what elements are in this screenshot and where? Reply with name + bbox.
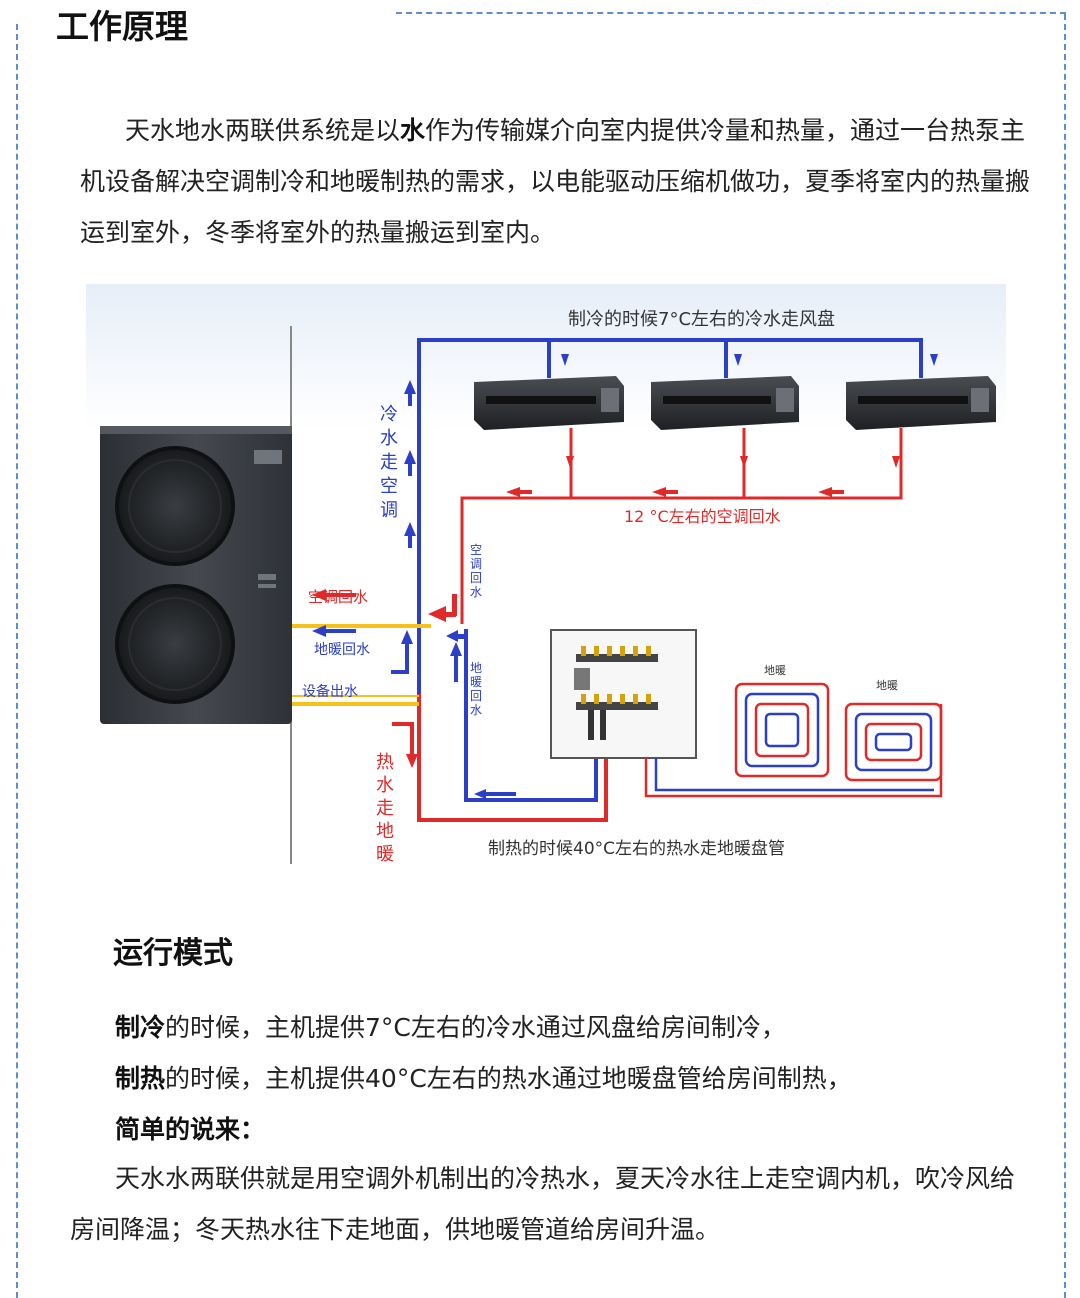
floor-loop-label-2: 地暖 [876,679,898,692]
system-diagram: 制冷的时候7°C左右的冷水走风盘 12 °C左右的空调回水 制热的时候40°C左… [86,284,1006,868]
heating-mode-line: 制热的时候，主机提供40°C左右的热水通过地暖盘管给房间制热， [115,1053,1035,1104]
floor-return-char: 回 [470,689,482,703]
floor-loop-label-1: 地暖 [764,664,786,677]
simple-summary-label: 简单的说来： [115,1115,266,1144]
outdoor-heat-pump-unit [100,426,292,724]
flow-arrows [312,354,938,799]
cooling-mode-line: 制冷的时候，主机提供7°C左右的冷水通过风盘给房间制冷， [115,1002,1035,1053]
summary-text: 天水水两联供就是用空调外机制出的冷热水，夏天冷水往上走空调内机，吹冷风给房间降温… [70,1164,1016,1244]
cold-to-ac-char: 走 [380,452,398,473]
hot-supply-pipe [417,694,608,822]
section-title-principle: 工作原理 [56,7,188,46]
hot-to-floor-char: 暖 [376,844,394,865]
floor-return-char: 地 [470,661,482,675]
fan-coil-unit-1 [474,376,624,430]
unit-pipes [292,624,431,706]
cooling-route-label: 制冷的时候7°C左右的冷水走风盘 [568,309,835,330]
hot-to-floor-char: 地 [376,821,394,842]
supply-side-label: 设备出水 [302,683,358,700]
page-border-right [1064,14,1066,1298]
page-border-top [396,12,1066,14]
cold-supply-pipes [417,338,923,694]
fan-coil-unit-2 [651,376,799,430]
floor-return-pipe [464,629,598,802]
cold-to-ac-char: 水 [380,428,398,449]
cold-to-ac-char: 调 [380,500,398,521]
ac-return-char: 水 [470,585,482,599]
page-border-left [16,24,18,1298]
floor-return-side-label: 地暖回水 [314,642,370,658]
heating-route-label: 制热的时候40°C左右的热水走地暖盘管 [488,839,785,859]
section-title-modes: 运行模式 [113,936,233,971]
intro-text-start: 天水地水两联供系统是以 [125,116,401,145]
floor-return-vertical-label: 地暖回水 [470,661,482,717]
intro-text-end: 作为传输媒介向室内提供冷量和热量，通过一台热泵主机设备解决空调制冷和地暖制热的需… [80,116,1031,247]
ac-return-char: 调 [470,557,482,571]
floor-return-char: 水 [470,703,482,717]
ac-return-char: 回 [470,571,482,585]
floor-heating-manifold [550,629,697,759]
cooling-label: 制冷 [115,1013,166,1042]
ac-return-char: 空 [470,543,482,557]
hot-to-floor-vertical-label: 热水走地暖 [376,752,394,865]
ac-return-vertical-label: 空调回水 [470,543,482,599]
hot-to-floor-char: 走 [376,798,394,819]
heating-label: 制热 [115,1064,166,1093]
fan-coil-unit-3 [846,376,996,430]
cooling-text: 的时候，主机提供7°C左右的冷水通过风盘给房间制冷， [165,1013,786,1042]
floor-return-char: 暖 [470,675,482,689]
ac-return-side-label: 空调回水 [308,588,368,606]
modes-paragraph: 制冷的时候，主机提供7°C左右的冷水通过风盘给房间制冷， 制热的时候，主机提供4… [115,1002,1035,1155]
summary-paragraph: 天水水两联供就是用空调外机制出的冷热水，夏天冷水往上走空调内机，吹冷风给房间降温… [70,1153,1030,1255]
intro-bold-water: 水 [400,116,426,145]
cold-to-ac-char: 冷 [380,404,398,425]
floor-heating-loops [644,682,943,798]
intro-paragraph: 天水地水两联供系统是以水作为传输媒介向室内提供冷量和热量，通过一台热泵主机设备解… [80,105,1030,258]
cold-to-ac-char: 空 [380,476,398,497]
hot-to-floor-char: 热 [376,752,394,773]
hot-to-floor-char: 水 [376,775,394,796]
heating-text: 的时候，主机提供40°C左右的热水通过地暖盘管给房间制热， [165,1064,852,1093]
ac-return-temp-label: 12 °C左右的空调回水 [624,507,781,526]
